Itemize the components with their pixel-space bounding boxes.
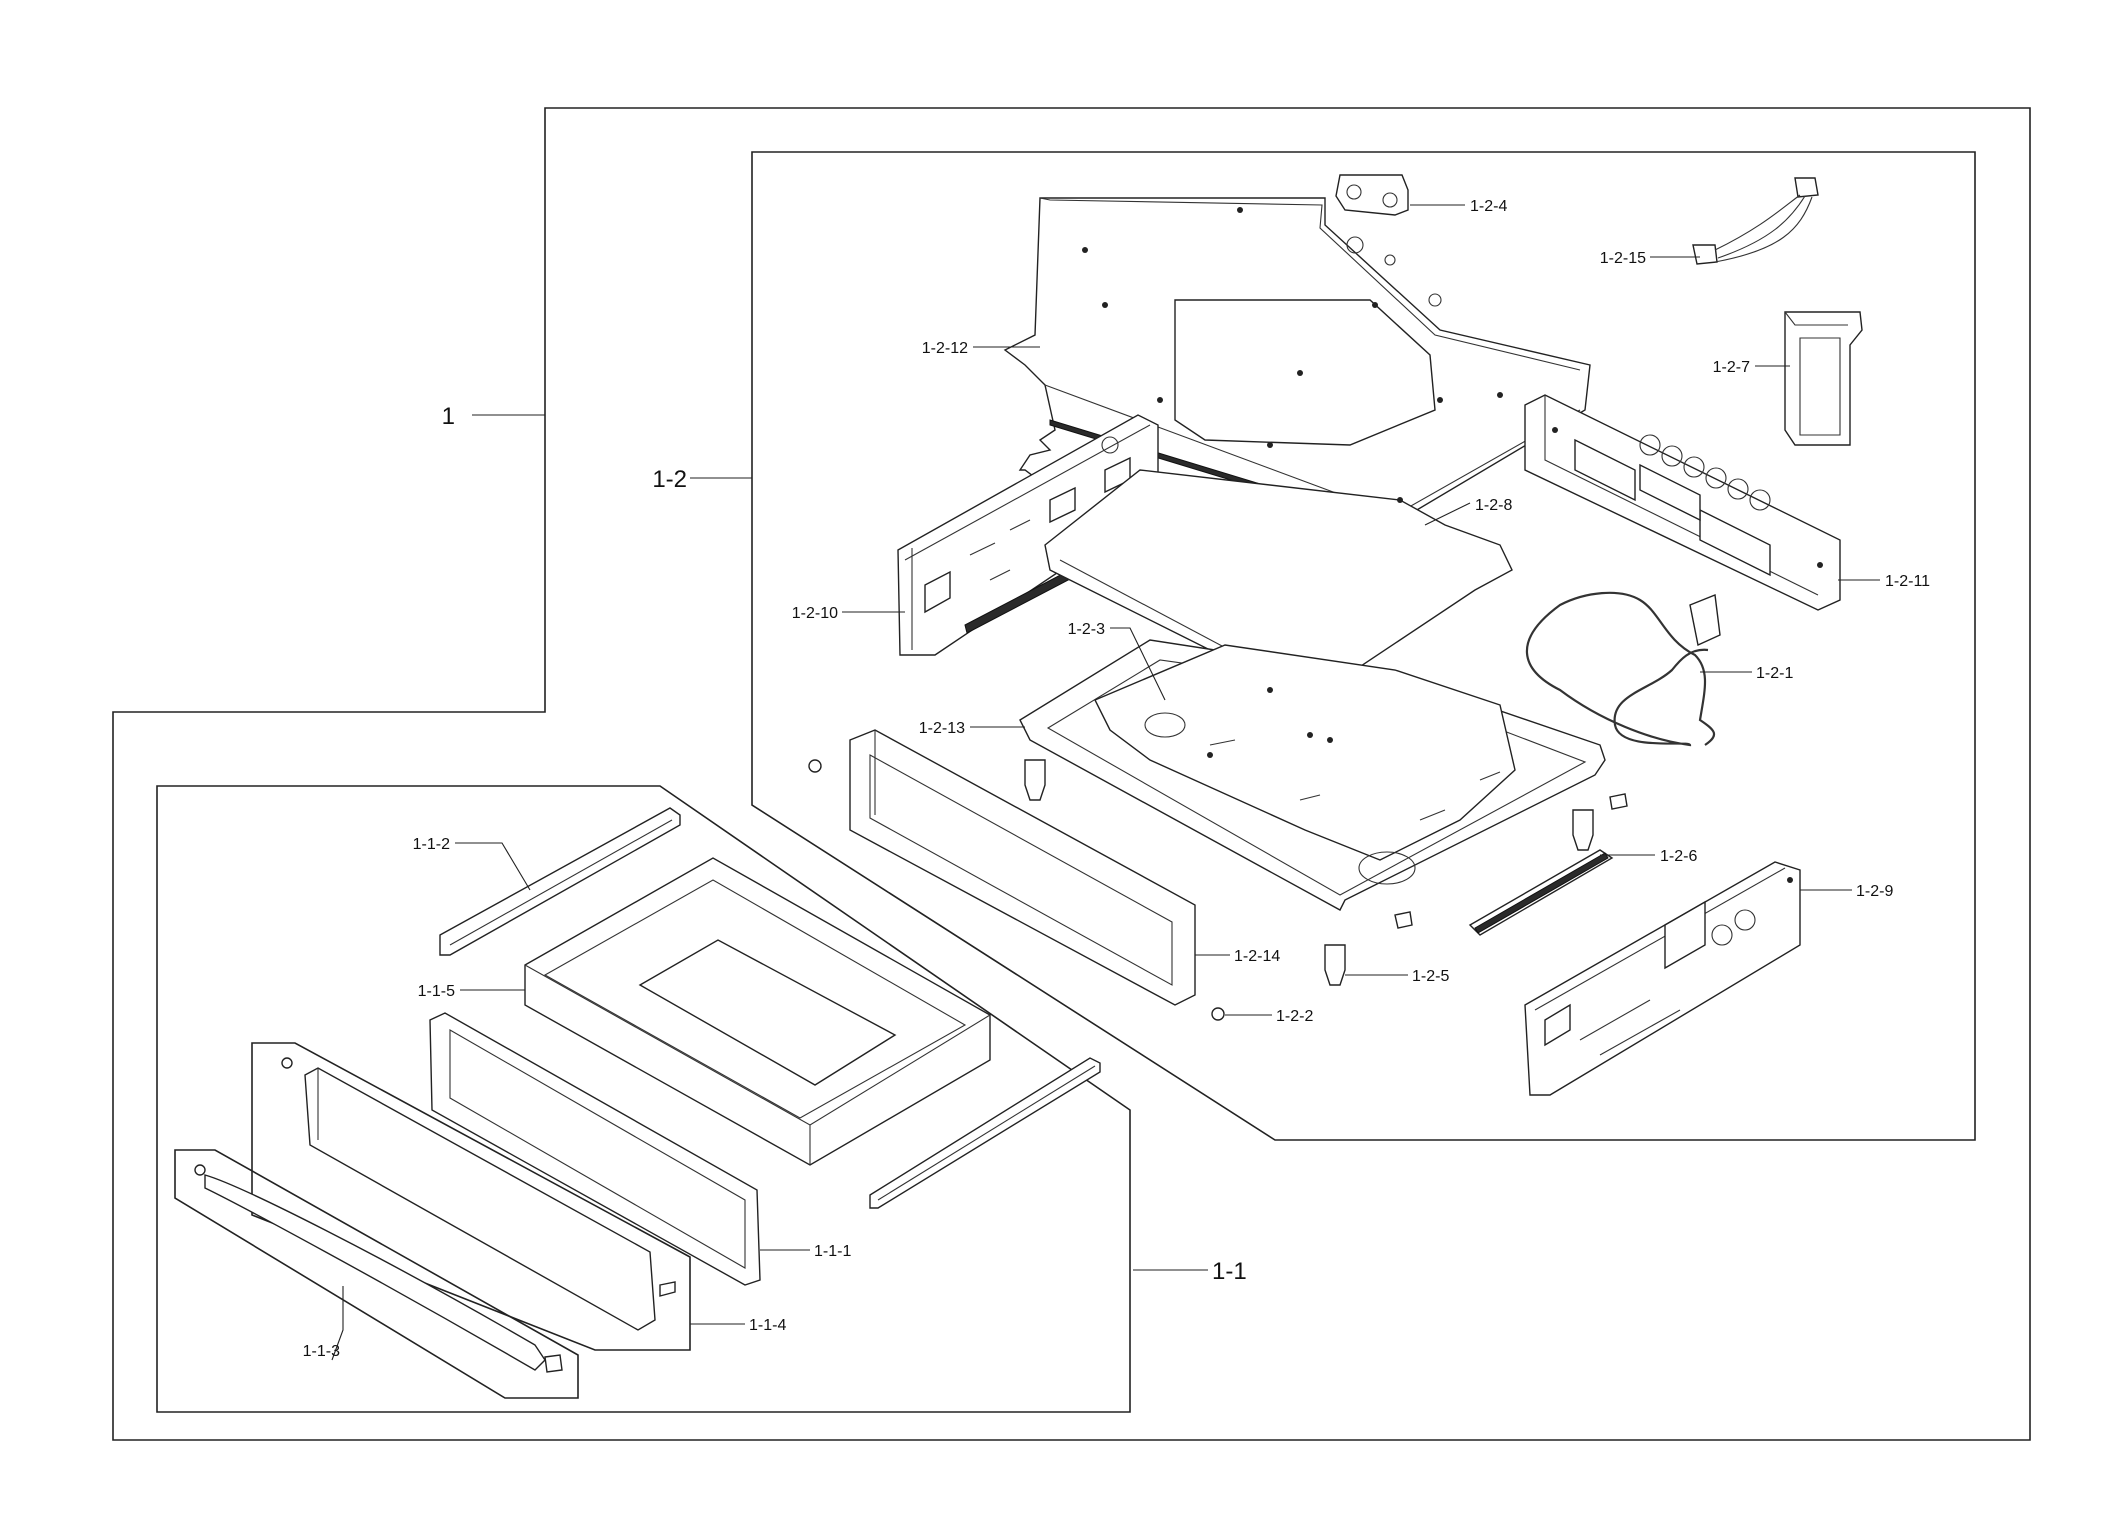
callout-1-2-3: 1-2-3 (1068, 621, 1105, 638)
part-wire-harness (1692, 177, 1819, 265)
frame-assembly-1-1-3 (174, 1149, 579, 1399)
part-heater-element (1525, 591, 1721, 747)
part-drawer-slide-right (869, 1057, 1101, 1209)
callout-1-1-5: 1-1-5 (418, 983, 455, 1000)
callout-1-2-4: 1-2-4 (1470, 198, 1507, 215)
callout-1-1: 1-1 (1212, 1258, 1247, 1285)
part-front-frame (849, 729, 1196, 1006)
callout-1-2-15: 1-2-15 (1600, 250, 1646, 267)
part-drawer-handle (194, 1164, 563, 1373)
leader-lines (331, 204, 1880, 1361)
callout-1-2-7: 1-2-7 (1713, 359, 1750, 376)
part-rear-panel (1524, 394, 1841, 611)
callout-1-2-11: 1-2-11 (1885, 573, 1930, 590)
callout-1-2-5: 1-2-5 (1412, 968, 1449, 985)
callout-1-2-14: 1-2-14 (1234, 948, 1280, 965)
part-clips (808, 759, 1628, 1021)
callout-1: 1 (442, 403, 455, 430)
callout-1-2-12: 1-2-12 (922, 340, 968, 357)
part-leveling-feet (1024, 759, 1594, 986)
callout-1-2-9: 1-2-9 (1856, 883, 1893, 900)
frame-assembly-1-1 (156, 785, 1131, 1413)
callout-1-1-3: 1-1-3 (303, 1343, 340, 1360)
callout-1-2-10: 1-2-10 (792, 605, 838, 622)
callout-1-2-1: 1-2-1 (1756, 665, 1793, 682)
frame-assembly-1-2 (751, 151, 1976, 1141)
callout-1-1-2: 1-1-2 (413, 836, 450, 853)
part-side-panel-right (1524, 861, 1801, 1096)
part-bottom-pan (1019, 639, 1606, 911)
part-drawer-front-panel (281, 1057, 676, 1331)
callout-1-2-2: 1-2-2 (1276, 1008, 1313, 1025)
callout-1-1-1: 1-1-1 (814, 1243, 851, 1260)
callout-1-2: 1-2 (652, 466, 687, 493)
callout-1-2-6: 1-2-6 (1660, 848, 1697, 865)
frame-assembly-1 (112, 107, 2031, 1441)
part-drawer-slide-left (439, 807, 681, 956)
part-top-bracket (1335, 174, 1409, 216)
callout-1-1-4: 1-1-4 (749, 1317, 786, 1334)
frame-assembly-1-1-4 (251, 1042, 691, 1351)
part-guide-rail (1468, 849, 1614, 936)
part-drawer-tub (524, 857, 991, 1166)
callout-1-2-13: 1-2-13 (919, 720, 965, 737)
part-rear-bracket (1784, 311, 1863, 446)
callout-1-2-8: 1-2-8 (1475, 497, 1512, 514)
callout-labels: 1 1-2 1-1 1-2-4 1-2-15 1-2-7 1-2-12 1-2-… (303, 198, 1931, 1360)
part-drawer-front-frame (429, 1012, 761, 1286)
